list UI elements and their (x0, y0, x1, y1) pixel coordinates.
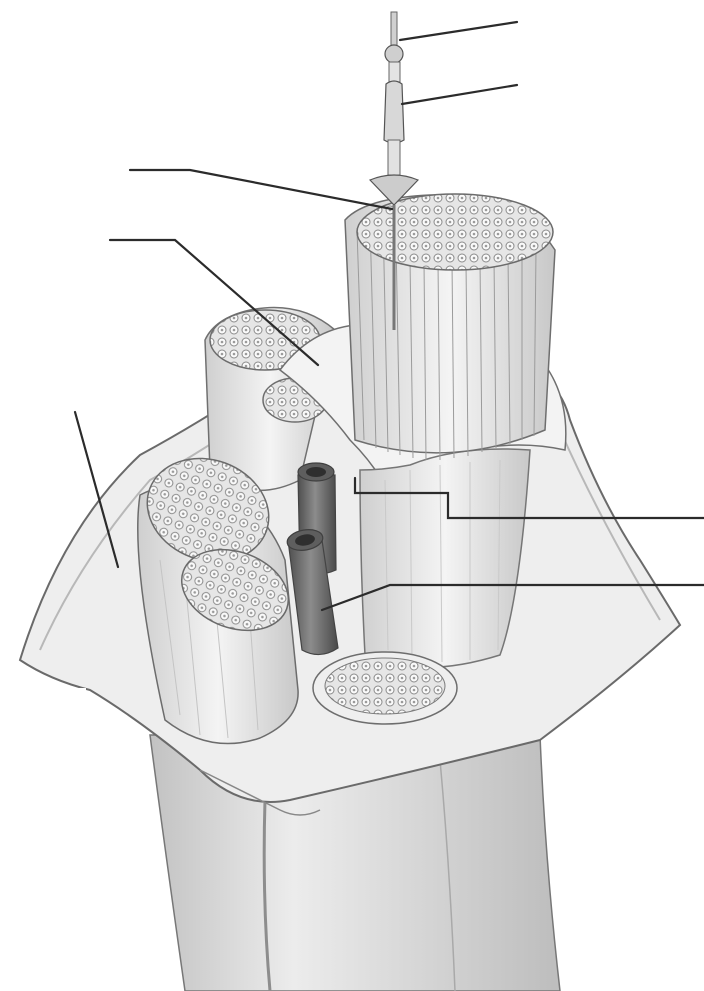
leader-line-3 (130, 170, 392, 209)
leader-line-1 (400, 22, 517, 40)
blank-corner (0, 688, 86, 991)
leader-line-2 (402, 85, 517, 104)
fascicle-central-base (360, 449, 530, 668)
fascicle-lower-small (313, 652, 457, 724)
axon-bundle (345, 194, 555, 460)
